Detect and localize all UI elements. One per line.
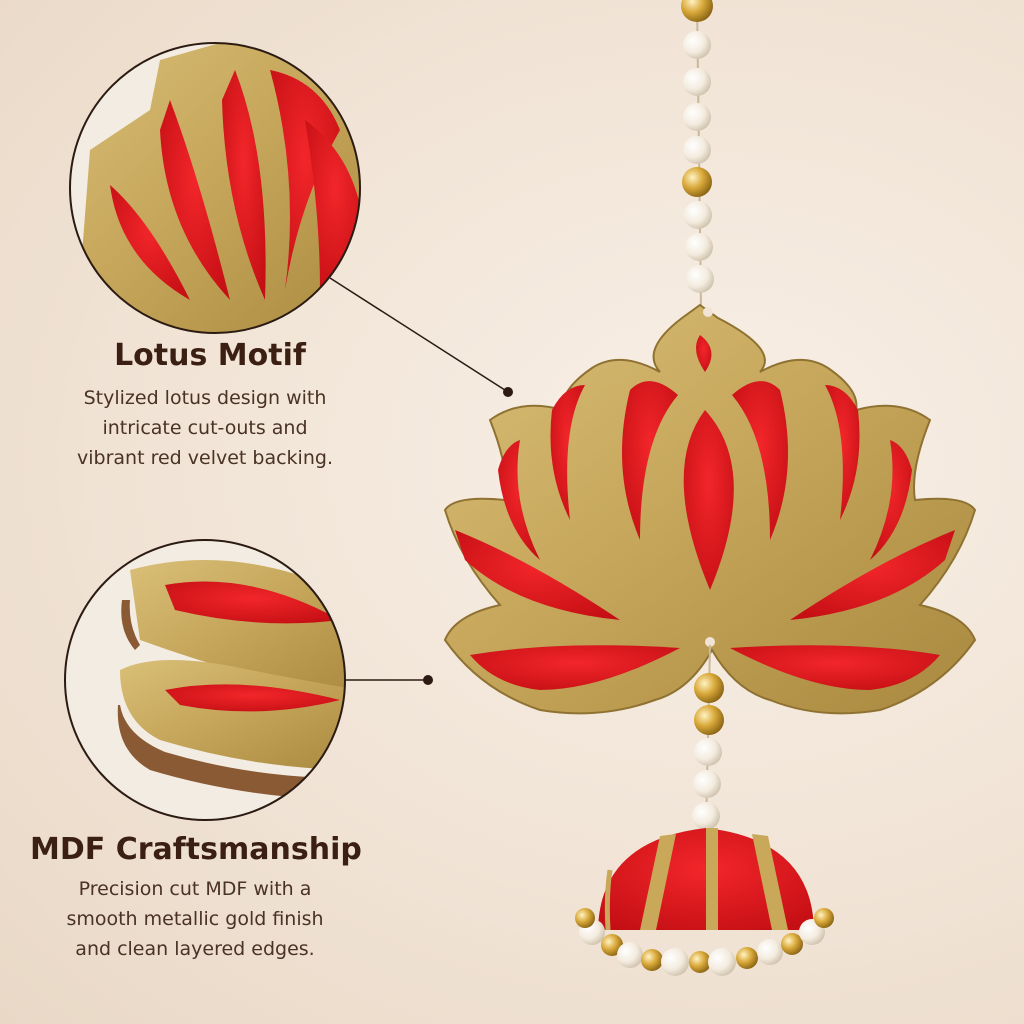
gold-bead-icon: [694, 705, 724, 735]
pearl-bead-icon: [694, 738, 722, 766]
upper-bead-string: [681, 0, 714, 309]
gold-bead-icon: [682, 167, 712, 197]
pearl-bead-icon: [693, 770, 721, 798]
jhumka-bell-icon: [575, 828, 834, 976]
pearl-bead-icon: [685, 233, 713, 261]
detail-circle-mdf: [64, 539, 346, 821]
feature-description-lotus: Stylized lotus design with intricate cut…: [50, 383, 360, 473]
pearl-bead-icon: [692, 802, 720, 830]
callout-connectors: [329, 277, 513, 685]
pearl-bead-icon: [684, 201, 712, 229]
pearl-bead-icon: [683, 68, 711, 96]
lotus-icon: [443, 303, 977, 715]
gold-bead-icon: [694, 673, 724, 703]
feature-description-mdf: Precision cut MDF with a smooth metallic…: [40, 874, 350, 964]
description-line: vibrant red velvet backing.: [77, 447, 333, 469]
description-line: Precision cut MDF with a: [78, 878, 312, 900]
description-line: and clean layered edges.: [75, 938, 315, 960]
pearl-bead-icon: [686, 265, 714, 293]
pearl-bead-icon: [683, 31, 711, 59]
description-line: smooth metallic gold finish: [66, 908, 324, 930]
pearl-bead-icon: [683, 136, 711, 164]
bell-fringe: [575, 908, 834, 976]
description-line: Stylized lotus design with: [83, 387, 327, 409]
detail-circle-lotus: [69, 42, 361, 334]
feature-title-mdf: MDF Craftsmanship: [30, 832, 362, 867]
gold-bead-icon: [681, 0, 713, 22]
lower-bead-string: [692, 644, 724, 831]
feature-title-lotus: Lotus Motif: [114, 338, 306, 373]
description-line: intricate cut-outs and: [102, 417, 308, 439]
pearl-bead-icon: [683, 103, 711, 131]
